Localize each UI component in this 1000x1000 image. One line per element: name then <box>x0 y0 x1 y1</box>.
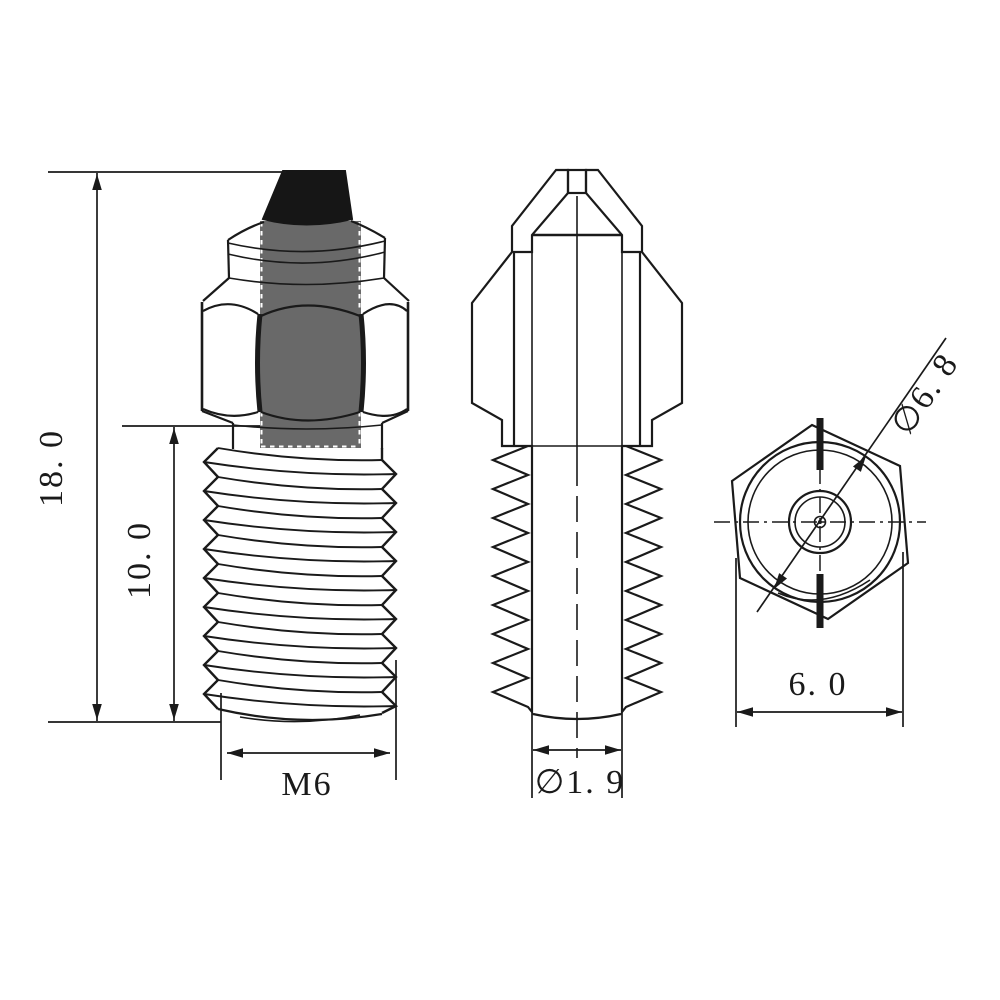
dim-label-overall-height: 18. 0 <box>33 429 70 507</box>
thread-section <box>202 447 399 715</box>
thread-coil-line <box>217 621 383 636</box>
sketch-arc <box>777 579 871 601</box>
nozzle-tip <box>261 170 354 226</box>
dim-label-head-diameter: ∅6. 8 <box>884 346 966 442</box>
dim-thread-length: 10. 0 <box>121 425 260 721</box>
orifice-detail <box>566 168 588 195</box>
thread-coil-line <box>203 664 397 679</box>
thread-coil-line <box>217 563 383 578</box>
dim-bore-diameter: ∅1. 9 <box>531 700 626 801</box>
thread-runout <box>217 707 383 723</box>
thread-coil-line <box>203 606 397 621</box>
thread-coil-line <box>217 534 383 549</box>
hex-section <box>200 302 410 425</box>
thread-coil-line <box>217 650 383 665</box>
thread-coil-line <box>217 679 383 694</box>
thread-coil-line <box>217 476 383 491</box>
insert-strip <box>260 221 361 448</box>
section-view <box>470 168 684 758</box>
insert-strip-dashed-edges <box>260 222 361 448</box>
crown-outline <box>202 219 410 302</box>
thread-coil-line <box>203 577 397 592</box>
thread-coil-line <box>217 592 383 607</box>
dim-hex-width: 6. 0 <box>735 552 904 727</box>
section-insert-right <box>621 251 641 447</box>
hex-outline <box>730 423 910 621</box>
thread-coil-line <box>217 447 383 462</box>
dim-label-thread-spec: M6 <box>281 766 332 803</box>
bottom-view <box>714 418 926 628</box>
bottom-view-centerlines <box>714 418 926 628</box>
thread-coil-line <box>380 448 399 715</box>
thread-coil-line <box>203 461 397 476</box>
front-view <box>200 170 410 723</box>
dim-label-hex-width: 6. 0 <box>789 666 848 703</box>
dim-label-bore-diameter: ∅1. 9 <box>535 764 626 801</box>
thread-coil-line <box>203 548 397 563</box>
section-insert-left <box>513 251 533 447</box>
thread-coil-line <box>217 505 383 520</box>
thread-coil-line <box>203 635 397 650</box>
dim-head-diameter: ∅6. 8 <box>756 337 966 613</box>
thread-coil-line <box>203 519 397 534</box>
thread-coil-line <box>203 490 397 505</box>
dim-overall-height: 18. 0 <box>33 171 286 723</box>
thread-coil-line <box>203 693 397 708</box>
dim-thread-spec: M6 <box>220 660 397 803</box>
dim-label-thread-length: 10. 0 <box>121 521 158 599</box>
